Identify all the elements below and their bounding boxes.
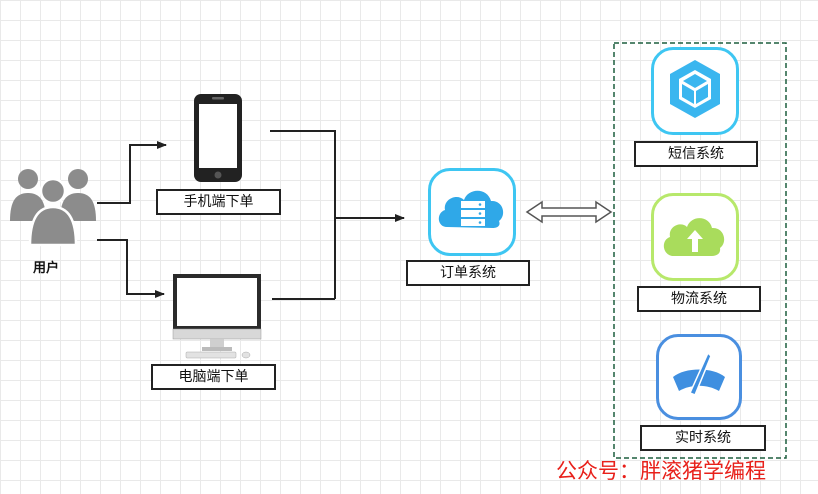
logistics-system-label: 物流系统 (637, 286, 761, 312)
desktop-computer-icon (172, 274, 262, 359)
pc-order-label: 电脑端下单 (151, 364, 276, 390)
downstream-systems-group (613, 42, 787, 459)
bidirectional-arrow (525, 200, 613, 224)
hexagon-cube-icon (670, 60, 720, 118)
mobile-phone-icon (194, 94, 242, 182)
user-label: 用户 (33, 261, 60, 276)
sms-system-label: 短信系统 (634, 141, 758, 167)
realtime-system-tile (656, 334, 742, 420)
cloud-server-icon (438, 190, 504, 228)
realtime-system-label: 实时系统 (640, 425, 766, 451)
mobile-order-label: 手机端下单 (156, 189, 281, 215)
order-system-label: 订单系统 (406, 260, 530, 286)
mobile-to-order-line (270, 130, 336, 299)
watermark-text: 公众号：胖滚猪学编程 (556, 459, 766, 483)
logistics-system-tile (651, 193, 739, 281)
speed-gauge-icon (673, 351, 725, 396)
order-system-tile (428, 168, 516, 256)
users-group-icon (10, 169, 96, 247)
user-to-pc-arrow (97, 239, 165, 298)
sms-system-tile (651, 47, 739, 135)
user-to-mobile-arrow (97, 141, 167, 204)
cloud-upload-icon (663, 218, 725, 256)
